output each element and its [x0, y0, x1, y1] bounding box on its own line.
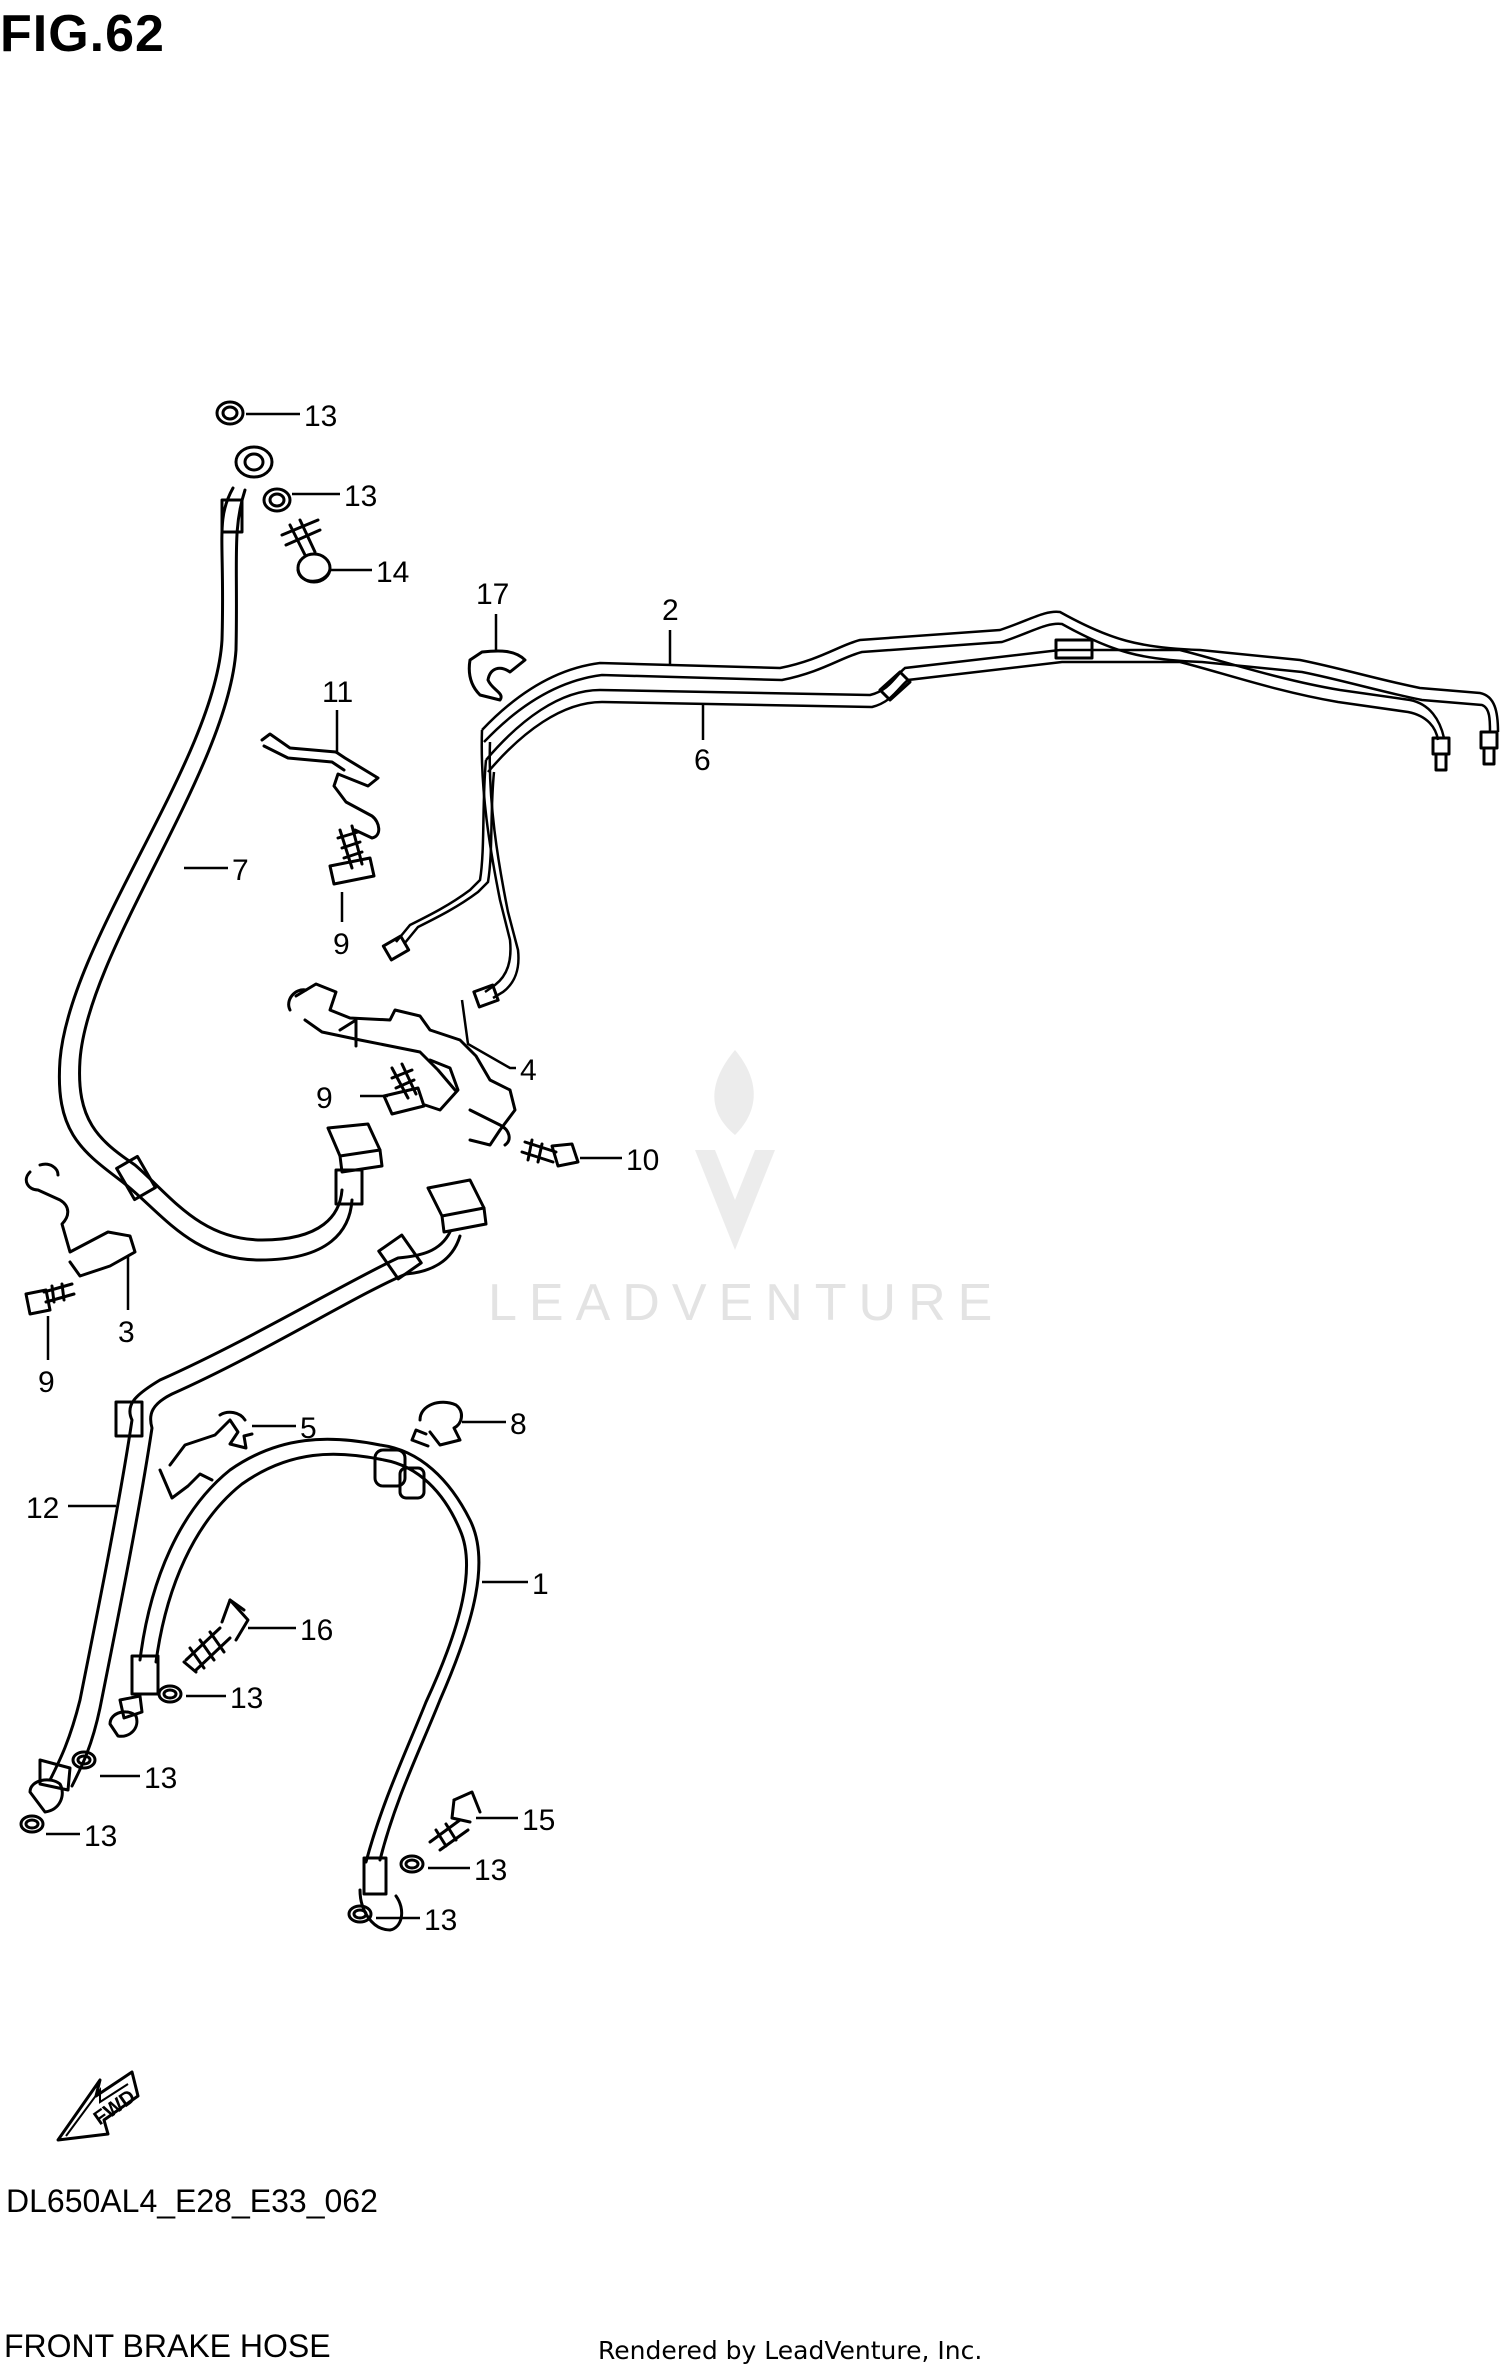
bolt-icon	[520, 1138, 580, 1168]
bolt-icon	[328, 824, 376, 886]
callout-7: 7	[232, 854, 249, 887]
callout-14: 14	[376, 556, 409, 589]
callout-11: 11	[322, 676, 353, 709]
rendered-by-text: Rendered by LeadVenture, Inc.	[598, 2336, 983, 2365]
callout-15: 15	[522, 1804, 555, 1837]
pipe-fitting-icon	[1479, 730, 1499, 766]
union-bolt-icon	[428, 1790, 482, 1852]
callout-1: 1	[532, 1568, 549, 1601]
brake-hose-1	[108, 1437, 481, 1932]
washer-icon	[71, 1750, 97, 1770]
pipe-fitting-icon	[1431, 736, 1451, 772]
callout-6: 6	[694, 744, 711, 777]
callout-13: 13	[144, 1762, 177, 1795]
washer-icon	[157, 1684, 183, 1704]
callout-13: 13	[230, 1682, 263, 1715]
washer-icon	[215, 400, 245, 426]
callout-3: 3	[118, 1316, 135, 1349]
joint-bracket-4	[287, 982, 517, 1147]
callout-13: 13	[304, 400, 337, 433]
callout-17: 17	[476, 578, 509, 611]
callout-13: 13	[344, 480, 377, 513]
callout-8: 8	[510, 1408, 527, 1441]
callout-13: 13	[424, 1904, 457, 1937]
washer-icon	[347, 1904, 373, 1924]
watermark-text: LEADVENTURE	[488, 1274, 1004, 1332]
brake-pipe-6	[485, 638, 1446, 773]
callout-12: 12	[26, 1492, 59, 1525]
callout-9: 9	[316, 1082, 333, 1115]
bracket-11	[260, 732, 381, 840]
figure-title: FIG.62	[0, 5, 165, 63]
clip-8	[410, 1400, 463, 1448]
leader-lines	[46, 412, 705, 1920]
callout-9: 9	[333, 928, 350, 961]
washer-icon	[262, 487, 292, 513]
grommet-icon	[326, 1122, 384, 1174]
brake-pipe-2	[481, 610, 1500, 743]
bolt-icon	[382, 1062, 426, 1116]
brake-hose-7	[57, 445, 364, 1262]
bolt-icon	[24, 1282, 76, 1316]
callout-9: 9	[38, 1366, 55, 1399]
callout-13: 13	[84, 1820, 117, 1853]
brake-hose-12	[28, 1230, 462, 1814]
figure-caption: FRONT BRAKE HOSE	[4, 2328, 331, 2364]
union-bolt-icon	[182, 1598, 250, 1674]
leadventure-watermark: LEADVENTURE	[488, 1050, 1004, 1332]
callout-16: 16	[300, 1614, 333, 1647]
clamp-5	[158, 1410, 254, 1500]
washer-icon	[399, 1854, 425, 1874]
model-code: DL650AL4_E28_E33_062	[6, 2183, 378, 2219]
callout-4: 4	[520, 1054, 537, 1087]
washer-icon	[19, 1814, 45, 1834]
fwd-arrow-icon: FWD	[56, 2070, 140, 2142]
clamp-17	[467, 649, 527, 702]
callout-10: 10	[626, 1144, 659, 1177]
grommet-icon	[426, 1178, 488, 1234]
union-bolt-icon	[280, 518, 332, 584]
callout-5: 5	[300, 1412, 317, 1445]
callout-labels: 13 13 14 17 2 6 11 7 9 4 9 10 3 9 5 8 12…	[26, 400, 711, 1937]
callout-2: 2	[662, 594, 679, 627]
clamp-3	[24, 1162, 137, 1278]
callout-13: 13	[474, 1854, 507, 1887]
brake-pipe-down	[381, 729, 520, 1009]
